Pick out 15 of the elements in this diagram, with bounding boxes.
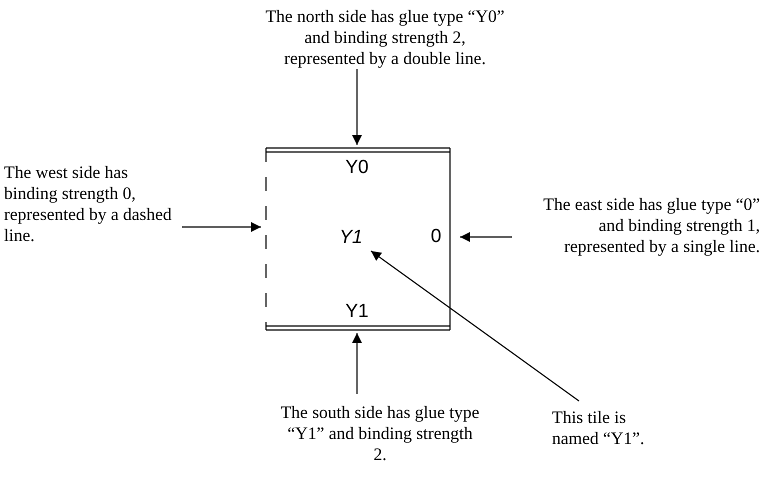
tile-square <box>266 148 450 330</box>
glue-label: 0 <box>430 226 442 248</box>
arrow <box>370 250 580 402</box>
annotation-text: This tile is named “Y1”. <box>552 407 646 449</box>
annotation-text: The north side has glue type “Y0” and binding strength 2, represented by a double line. <box>265 6 505 69</box>
annotation-text: The east side has glue type “0” and binding strength 1, represented by a single line. <box>542 194 760 257</box>
tile-name-label: Y1 <box>338 227 364 249</box>
annotation-text: The south side has glue type “Y1” and binding strength 2. <box>280 402 480 465</box>
arrow <box>352 69 362 145</box>
arrow <box>460 232 512 242</box>
glue-label: Y1 <box>344 301 370 323</box>
arrow <box>182 222 261 232</box>
annotation-text: The west side has binding strength 0, represented by a dashed line. <box>4 162 173 246</box>
arrow <box>352 333 362 394</box>
glue-label: Y0 <box>344 157 370 179</box>
